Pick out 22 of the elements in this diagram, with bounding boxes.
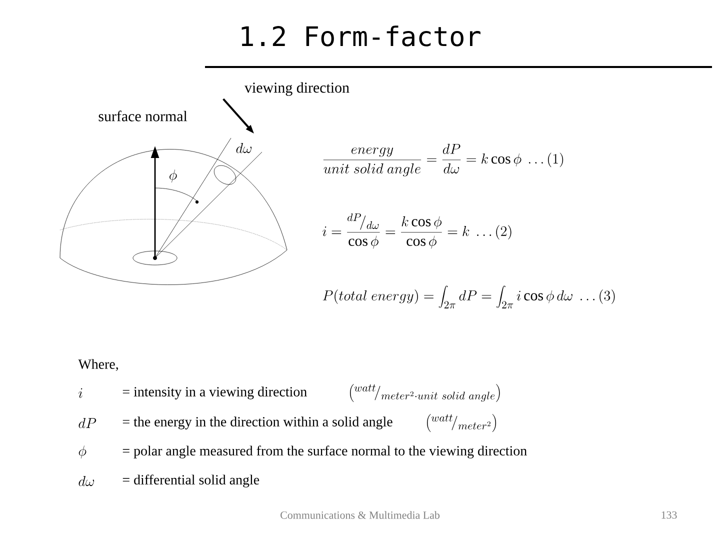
symbol: $i$ xyxy=(78,388,82,398)
symbol: $d\omega$ xyxy=(78,476,94,486)
axis-label: surface normal xyxy=(98,110,188,122)
footer-text: Communications & Multimedia Lab xyxy=(280,511,440,519)
hemisphere-drawing xyxy=(60,138,288,285)
equation: $i=\frac{{}^{dP}\!/_{d\omega}}{\cos\phi}=\frac{k\cos\phi}{\cos\phi}=k\ \ldots(2)$ xyxy=(322,213,512,249)
angle-symbol: $\phi$ xyxy=(170,170,177,182)
angle-symbol: $d\omega$ xyxy=(236,143,252,154)
definition-text: = the energy in the direction within a solid angle xyxy=(122,416,392,430)
page-number: 133 xyxy=(662,511,677,519)
definition-text: = differential solid angle xyxy=(122,474,260,488)
unit-formula: $\left({}^{watt}\!/_{meter^{2}}\right)$ xyxy=(427,414,496,432)
equation: $\frac{energy}{unit\ solid\ angle}=\frac{dP}{d\omega}=k\cos\phi\ \ldots(1)$ xyxy=(323,144,564,176)
symbol: $\phi$ xyxy=(78,446,86,458)
slide-title: 1.2 Form-factor xyxy=(242,26,480,46)
definition-text: = intensity in a viewing direction xyxy=(122,386,307,400)
symbol: $dP$ xyxy=(78,418,96,428)
equation: $P(total\ energy)=\int_{2\pi}dP=\int_{2\pi}i\cos\phi\,d\omega\ \ldots(3)$ xyxy=(322,286,615,308)
unit-formula: $\left({}^{watt}\!/_{meter^{2}\cdot unit\ solid\ angle}\right)$ xyxy=(350,384,500,402)
note-text: Where, xyxy=(78,359,118,371)
definition-text: = polar angle measured from the surface normal to the viewing direction xyxy=(122,446,527,458)
callout-text: viewing direction xyxy=(244,82,350,96)
